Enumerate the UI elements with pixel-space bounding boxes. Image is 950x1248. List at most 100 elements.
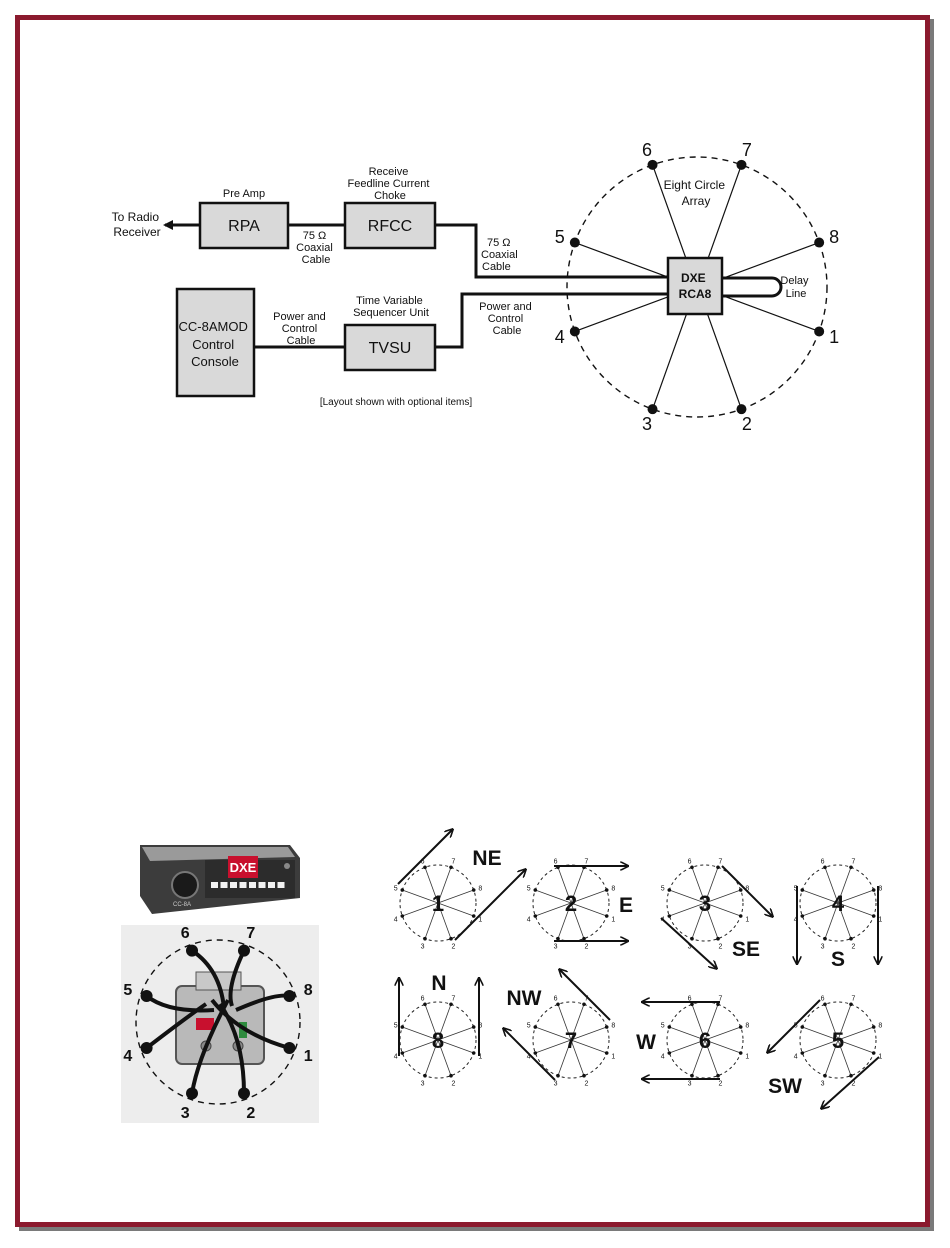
mini-element-dot [738,1051,743,1055]
direction-arrow [660,917,716,968]
direction-arrow [721,865,772,916]
mini-element-dot [449,1073,453,1078]
array-element-dot [569,326,580,337]
mini-radial [837,889,874,904]
mini-element-dot [449,865,453,870]
mini-element-label: 4 [527,916,531,923]
mini-element-dot [738,914,743,918]
mini-element-label: 6 [421,996,425,1003]
mini-element-dot [800,914,805,918]
mini-element-dot [871,914,876,918]
array-element-label: 8 [829,227,839,247]
mini-radial [424,902,439,939]
mini-element-label: 5 [661,886,665,893]
direction-label: NW [507,987,542,1010]
mini-element-dot [533,914,538,918]
mini-element-label: 8 [478,1023,482,1030]
photo-cable [228,949,246,1007]
mini-radial [557,1039,572,1076]
array-circle [566,156,828,418]
mini-radial [437,902,474,917]
mini-element-dot [871,1051,876,1055]
mini-element-dot [690,1002,694,1007]
power2-label: Power and Control Cable [479,301,535,337]
mini-radial [535,1026,572,1041]
mini-element-dot [423,936,427,941]
mini-element-dot [716,936,720,941]
rca8-box [175,985,265,1065]
array-element-label: 1 [829,327,839,347]
mini-element-label: 7 [584,996,588,1003]
coax-rfcc-array [435,223,668,279]
array-title: Eight Circle Array [664,178,729,208]
mini-element-label: 8 [478,886,482,893]
console-button [239,882,247,888]
photo-element-label: 2 [246,1105,255,1122]
mini-element-dot [738,1025,743,1029]
array-element-label: 2 [742,414,752,434]
mini-element-label: 5 [794,1023,798,1030]
photo-element-label: 8 [304,982,313,999]
rca8-logo [196,1018,214,1030]
mini-element-label: 5 [394,886,398,893]
mini-radial [691,867,706,904]
array-element-dot [814,237,825,248]
mini-element-dot [871,888,876,892]
mini-circle [799,1001,877,1079]
tvsu-text: TVSU [369,340,412,357]
mini-element-dot [604,914,609,918]
mini-element-label: 3 [421,943,425,950]
mini-element-dot [604,1051,609,1055]
mini-radial [424,1039,439,1076]
mini-element-label: 2 [451,943,455,950]
mini-element-label: 7 [451,859,455,866]
console-knob [171,871,199,899]
mini-element-label: 8 [745,886,749,893]
array-radial [651,309,689,410]
mini-element-label: 3 [688,1080,692,1087]
mini-element-label: 4 [394,916,398,923]
mini-radial [437,1004,452,1041]
mini-element-label: 2 [584,1080,588,1087]
mini-element-dot [800,888,805,892]
to-radio-label: To Radio Receiver [112,210,163,239]
mini-radial [837,867,852,904]
mini-circle [799,864,877,942]
mini-radial [557,902,572,939]
mini-element-label: 8 [878,1023,882,1030]
mini-element-dot [400,1051,405,1055]
mini-element-dot [800,1025,805,1029]
tvsu-label: Time Variable Sequencer Unit [353,295,429,319]
rpa-text: RPA [228,218,260,235]
rfcc-label: Receive Feedline Current Choke [348,166,433,202]
mini-element-label: 1 [478,1053,482,1060]
array-element-dot [814,326,825,337]
preamp-label: Pre Amp [223,188,265,200]
pattern-number: 1 [432,891,444,916]
mini-radial [837,1004,852,1041]
direction-label: E [619,894,633,917]
array-radial [721,294,820,333]
power1-label: Power and Control Cable [273,311,329,347]
array-radial [574,294,673,333]
mini-radial [802,1039,839,1054]
photo-element-label: 4 [123,1048,132,1065]
console-button [249,882,256,888]
mini-element-label: 6 [821,859,825,866]
mini-element-label: 7 [718,996,722,1003]
mini-element-label: 3 [821,943,825,950]
mini-radial [691,1004,706,1041]
power-tvsu-array [435,292,668,349]
array-element-label: 6 [642,140,652,160]
mini-radial [669,1039,706,1054]
mini-radial [437,867,452,904]
mini-element-label: 8 [611,886,615,893]
console-text: CC-8AMOD Control Console [179,319,252,369]
layout-note: [Layout shown with optional items] [320,397,473,408]
mini-element-dot [471,914,476,918]
mini-element-dot [400,914,405,918]
photo-cable [190,999,230,1094]
direction-arrow [454,870,525,941]
mini-element-dot [716,865,720,870]
